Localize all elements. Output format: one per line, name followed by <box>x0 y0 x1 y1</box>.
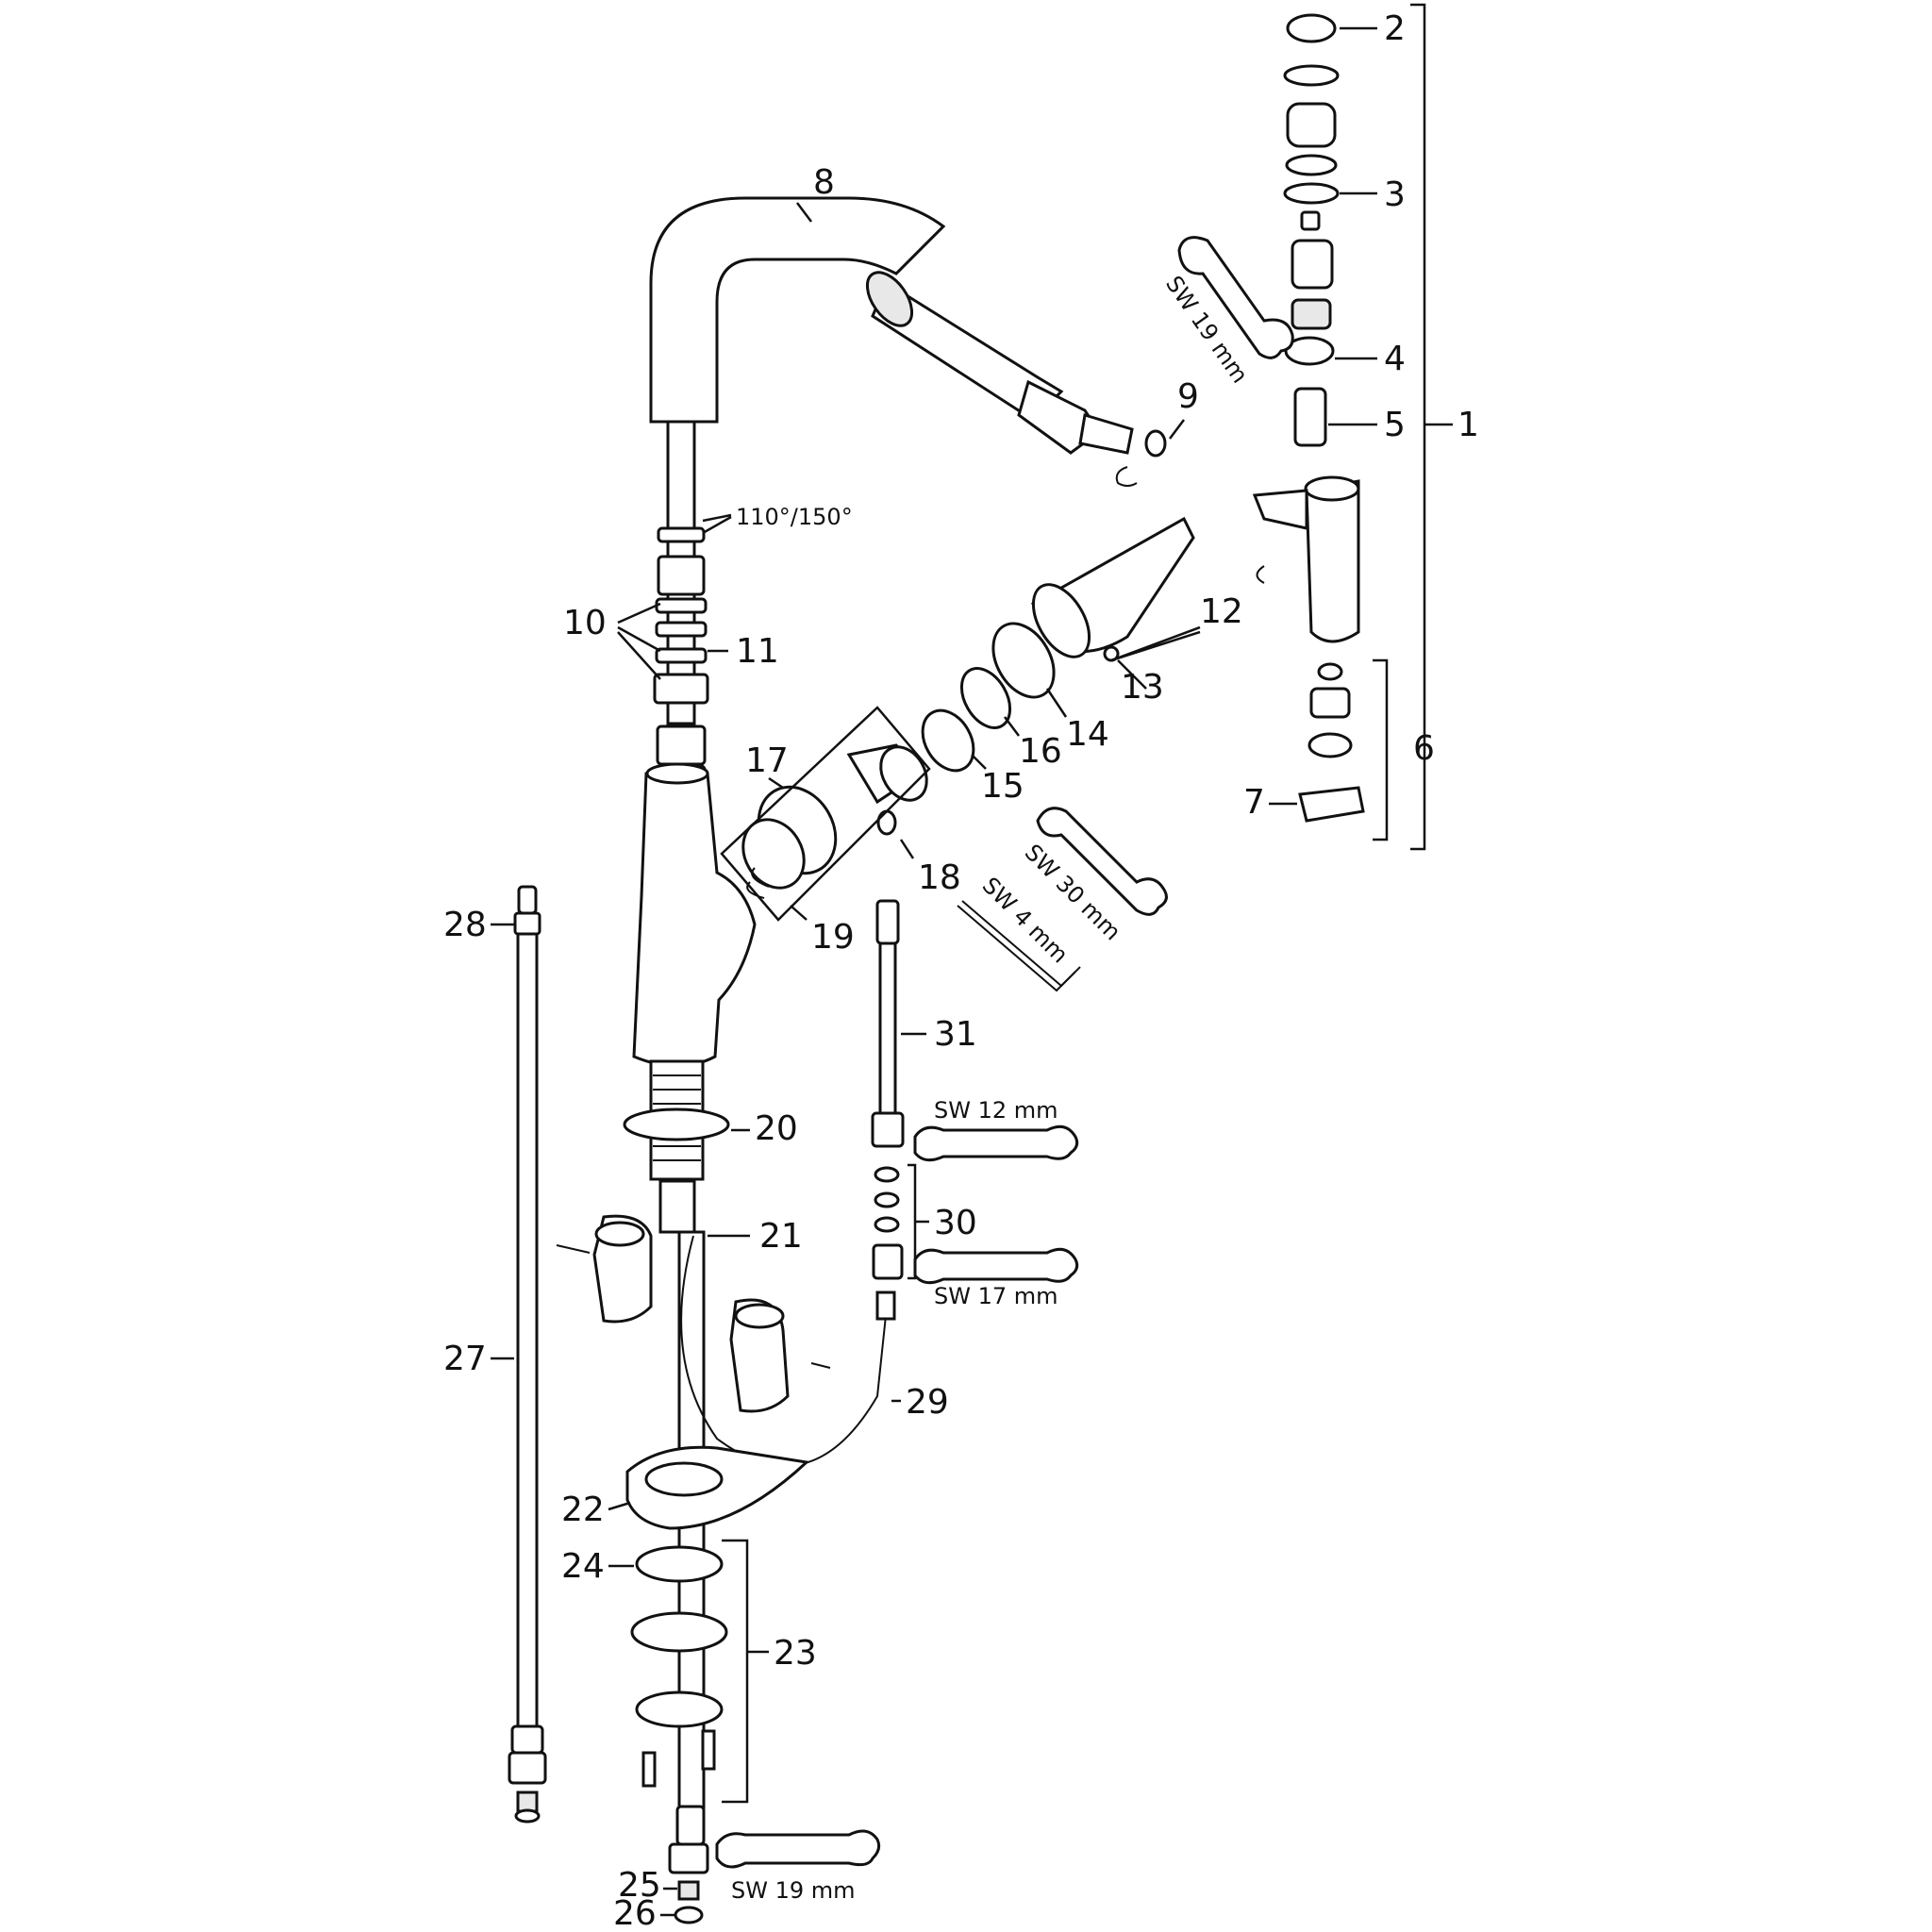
clamp-pieces <box>556 1214 831 1413</box>
callout-16: 16 <box>1019 732 1062 771</box>
callout-13: 13 <box>1121 668 1164 707</box>
callout-30: 30 <box>934 1204 977 1242</box>
callout-22: 22 <box>561 1491 605 1529</box>
callout-28: 28 <box>443 906 487 944</box>
callout-17: 17 <box>745 741 789 780</box>
pull-out-hose <box>680 1235 888 1467</box>
callout-8: 8 <box>813 163 835 202</box>
callout-1: 1 <box>1457 406 1479 444</box>
wrench-sw19-bottom-icon <box>715 1829 881 1869</box>
connection-hose <box>871 899 905 1280</box>
supply-hose-cold <box>508 885 547 1824</box>
callout-31: 31 <box>934 1015 977 1054</box>
sleeve-rings <box>921 622 1056 773</box>
wrench-sw19-top-icon <box>1177 236 1294 359</box>
callout-6: 6 <box>1413 729 1435 768</box>
callout-24: 24 <box>561 1547 605 1586</box>
callout-26: 26 <box>613 1894 657 1932</box>
callout-4: 4 <box>1384 340 1406 378</box>
spray-head-assembly <box>1252 13 1365 823</box>
base-plate <box>625 1445 810 1530</box>
mounting-rings <box>630 1545 728 1788</box>
faucet-main-body <box>623 762 757 1234</box>
lever-handle <box>1030 516 1195 662</box>
bottom-connector <box>668 1805 709 1924</box>
callout-19: 19 <box>811 918 855 957</box>
callout-23: 23 <box>774 1634 817 1673</box>
tool-sw17: SW 17 mm <box>934 1283 1058 1309</box>
callout-25: 25 <box>618 1866 661 1905</box>
spout-body <box>649 196 1167 487</box>
cartridge-assembly <box>741 743 928 899</box>
wrench-sw17-icon <box>913 1247 1079 1285</box>
callout-21: 21 <box>759 1217 803 1256</box>
callout-14: 14 <box>1066 715 1109 754</box>
callout-10: 10 <box>563 604 607 642</box>
callout-11: 11 <box>736 632 779 671</box>
callout-7: 7 <box>1243 783 1265 822</box>
callout-3: 3 <box>1384 175 1406 214</box>
tool-sw12: SW 12 mm <box>934 1097 1058 1124</box>
callout-18: 18 <box>918 858 961 897</box>
wrench-sw12-icon <box>913 1124 1079 1162</box>
callout-15: 15 <box>981 767 1024 806</box>
callout-20: 20 <box>755 1109 798 1148</box>
callout-5: 5 <box>1384 406 1406 444</box>
wrench-sw30-icon <box>1036 807 1168 916</box>
callout-2: 2 <box>1384 9 1406 48</box>
callout-9: 9 <box>1177 377 1199 416</box>
callout-29: 29 <box>906 1383 949 1422</box>
central-rod <box>653 420 709 785</box>
callout-27: 27 <box>443 1340 487 1378</box>
callout-12: 12 <box>1200 592 1243 631</box>
angle-note: 110°/150° <box>736 504 853 530</box>
hex-key-icon <box>957 900 1081 992</box>
tool-sw19-bottom: SW 19 mm <box>731 1877 856 1904</box>
